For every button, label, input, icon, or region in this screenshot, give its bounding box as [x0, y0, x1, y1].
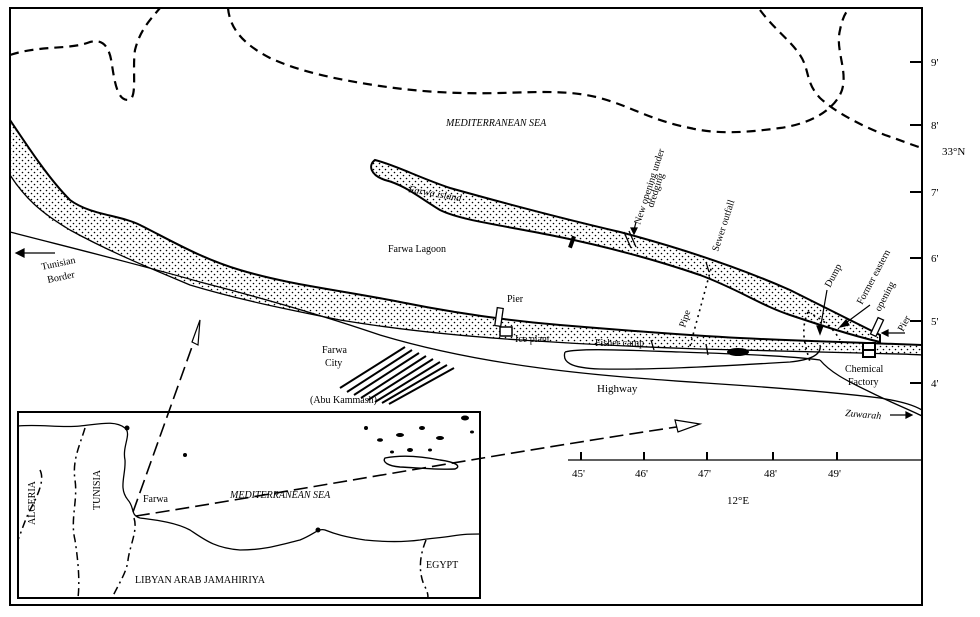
highway-label: Highway: [597, 383, 638, 395]
fisher-camp-label: Fisher camp: [595, 338, 644, 349]
pier-east-icon: [869, 316, 885, 338]
dump-label: Dump: [823, 262, 844, 289]
lat-tick-label: 8': [931, 120, 939, 132]
pipe-line: [689, 264, 713, 347]
ice-plant-icon: [499, 326, 513, 337]
road-loop: [563, 344, 821, 370]
longitude-label: 12°E: [727, 495, 749, 507]
fisher-camp-marker: [727, 348, 749, 356]
inset-farwa-label: Farwa: [143, 494, 169, 505]
inner-shore-line: [9, 174, 923, 356]
opening-line: [705, 261, 710, 273]
farwa-city-label: City: [325, 358, 342, 369]
farwa-city-label: Farwa: [322, 345, 348, 356]
lat-tick-label: 9': [931, 57, 939, 69]
ice-plant-label: Ice plant: [515, 334, 550, 345]
algeria-label: ALGERIA: [27, 480, 38, 525]
lon-tick-label: 45': [572, 468, 585, 480]
inset-sea-label: MEDITERRANEAN SEA: [229, 490, 331, 501]
lon-tick-label: 47': [698, 468, 711, 480]
lat-ticks: [910, 61, 922, 384]
lon-tick-label: 48': [764, 468, 777, 480]
pier-west-icon: [494, 306, 504, 328]
former-opening-label: opening: [873, 280, 898, 314]
locator-arrow-head: [191, 319, 201, 346]
depth-contour: [226, 7, 851, 134]
farwa-lagoon-label: Farwa Lagoon: [388, 244, 446, 255]
lat-tick-label: 4': [931, 378, 939, 390]
lat-tick-label: 7': [931, 187, 939, 199]
egypt-label: EGYPT: [426, 560, 458, 571]
label-pointers: [14, 221, 914, 419]
lon-tick-label: 49': [828, 468, 841, 480]
lon-ticks: [580, 452, 838, 460]
pier-east-label: Pier: [896, 313, 914, 333]
libya-label: LIBYAN ARAB JAMAHIRIYA: [135, 575, 266, 586]
mainland-coastline: [9, 119, 923, 346]
latitude-label: 33°N: [942, 146, 965, 158]
pipe-label: Pipe: [677, 308, 693, 329]
opening-line: [650, 339, 655, 351]
tunisia-label: TUNISIA: [92, 469, 103, 510]
new-opening-line: [623, 230, 637, 249]
dump-area: [802, 311, 811, 363]
sea-label: MEDITERRANEAN SEA: [445, 118, 547, 129]
lagoon-south-shore: [564, 349, 821, 361]
sewer-outfall-label: Sewer outfall: [710, 198, 737, 253]
tunisian-border-label: Border: [46, 269, 76, 286]
highway-north-edge: [9, 231, 923, 411]
locator-arrow: [132, 329, 199, 513]
opening-line: [705, 343, 709, 356]
chemical-factory-label: Chemical: [845, 364, 884, 375]
lat-tick-label: 5': [931, 316, 939, 328]
chemical-factory-label: Factory: [848, 377, 879, 388]
abu-kammash-label: (Abu Kammash): [310, 395, 377, 406]
depth-contour: [9, 7, 161, 102]
farwa-city-hatch: [339, 346, 455, 405]
locator-arrow-head: [674, 419, 703, 433]
zuwarah-label: Zuwarah: [845, 408, 882, 422]
lat-tick-label: 6': [931, 253, 939, 265]
pier-west-label: Pier: [507, 294, 524, 305]
highway-south-edge: [819, 359, 923, 417]
lon-tick-label: 46': [635, 468, 648, 480]
farwa-island: [370, 158, 881, 344]
inset-map: MEDITERRANEAN SEA ALGERIA TUNISIA Farwa …: [17, 411, 481, 599]
locator-arrow: [135, 424, 691, 517]
depth-contour: [759, 9, 923, 150]
coastal-sand-belt: [10, 120, 922, 355]
opening-marker: [568, 235, 576, 249]
